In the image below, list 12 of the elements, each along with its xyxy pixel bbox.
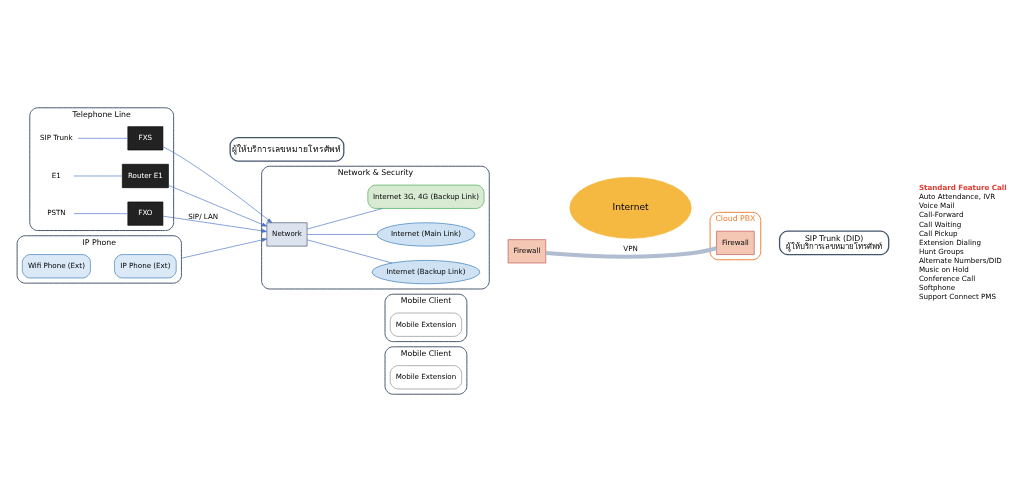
connector (307, 239, 393, 263)
arrow (168, 184, 268, 227)
node-ellipse: Internet (569, 176, 692, 239)
connector (307, 233, 378, 235)
connector (307, 207, 383, 229)
arrow (162, 215, 267, 233)
connector (545, 245, 717, 259)
connector (77, 137, 129, 139)
arrow (181, 237, 267, 259)
arrow (162, 145, 273, 223)
node-box: ผู้ให้บริการเลขหมายโทรศัพท์ (229, 136, 345, 162)
connector (73, 212, 128, 214)
